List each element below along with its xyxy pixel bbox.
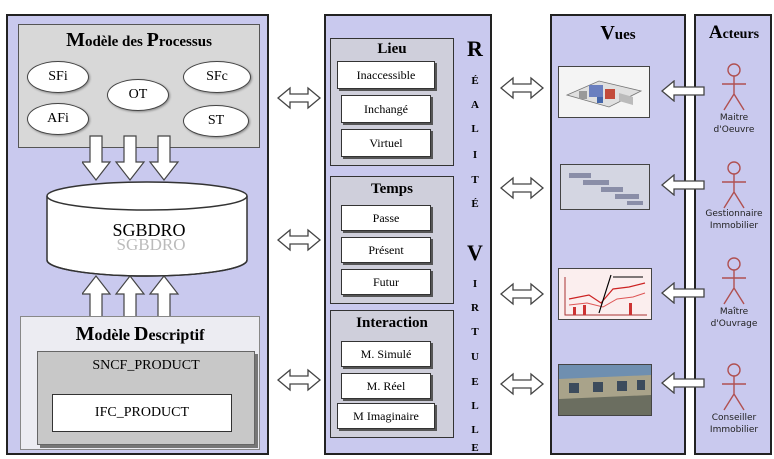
process-node-sfc: SFc bbox=[183, 61, 251, 93]
sncf-product-label: SNCF_PRODUCT bbox=[92, 358, 200, 373]
database-label-shadow: SGBDRO bbox=[116, 235, 186, 254]
actor-stick-figure-icon bbox=[722, 161, 746, 209]
vertical-letter: T bbox=[471, 174, 479, 186]
double-arrow-icon bbox=[276, 228, 322, 252]
vertical-letter: E bbox=[471, 442, 479, 454]
vertical-letter: É bbox=[471, 75, 479, 87]
descriptive-model-title: Modèle Descriptif bbox=[75, 323, 205, 345]
vertical-letter: T bbox=[471, 326, 479, 338]
process-node-ot: OT bbox=[107, 79, 169, 111]
temps-item-present: Présent bbox=[341, 237, 431, 263]
lieu-group: Lieu Inaccessible Inchangé Virtuel bbox=[330, 38, 454, 166]
vertical-letter: L bbox=[471, 123, 479, 135]
actor-stick-figure-icon bbox=[722, 363, 746, 411]
vertical-letter: U bbox=[471, 351, 479, 363]
vertical-letter: V bbox=[467, 240, 483, 265]
left-arrow-icon bbox=[660, 372, 705, 394]
vertical-letter: R bbox=[467, 36, 483, 61]
process-node-sfi: SFi bbox=[27, 61, 89, 93]
up-arrows-icon bbox=[82, 275, 180, 319]
database-cylinder bbox=[46, 181, 248, 277]
actor-label-maitre-oeuvre: Maitre d'Oeuvre bbox=[713, 113, 755, 135]
left-arrow-icon bbox=[660, 80, 705, 102]
actor-stick-figure-icon bbox=[722, 63, 746, 111]
temps-group: Temps Passe Présent Futur bbox=[330, 176, 454, 304]
process-node-afi: AFi bbox=[27, 103, 89, 135]
vertical-letter: E bbox=[471, 376, 479, 388]
vertical-letter: A bbox=[471, 99, 479, 111]
view-graph-thumbnail bbox=[558, 268, 652, 320]
vertical-letter: I bbox=[472, 149, 478, 161]
interaction-item-simule: M. Simulé bbox=[341, 341, 431, 367]
lieu-item-inaccessible: Inaccessible bbox=[337, 61, 435, 89]
view-3d-model-thumbnail bbox=[558, 66, 650, 118]
sncf-product-box: SNCF_PRODUCT IFC_PRODUCT bbox=[37, 351, 255, 445]
actor-label-maitre-ouvrage: Maître d'Ouvrage bbox=[710, 307, 758, 329]
interaction-title: Interaction bbox=[356, 315, 428, 331]
process-model-title: Modèle des Processus bbox=[66, 29, 212, 51]
vertical-letter: L bbox=[471, 424, 479, 436]
left-arrow-icon bbox=[660, 174, 705, 196]
view-planning-thumbnail bbox=[560, 164, 650, 210]
double-arrow-icon bbox=[499, 76, 545, 100]
temps-item-futur: Futur bbox=[341, 269, 431, 295]
double-arrow-icon bbox=[499, 176, 545, 200]
ifc-product-label: IFC_PRODUCT bbox=[94, 405, 190, 420]
double-arrow-icon bbox=[499, 372, 545, 396]
actor-label-gestionnaire: Gestionnaire Immobilier bbox=[705, 209, 763, 231]
double-arrow-icon bbox=[499, 282, 545, 306]
lieu-item-virtuel: Virtuel bbox=[341, 129, 431, 157]
down-arrows-icon bbox=[82, 135, 180, 181]
double-arrow-icon bbox=[276, 368, 322, 392]
actor-label-conseiller: Conseiller Immobilier bbox=[709, 413, 759, 435]
temps-title: Temps bbox=[371, 181, 413, 197]
view-virtual-scene-thumbnail bbox=[558, 364, 652, 416]
lieu-item-inchange: Inchangé bbox=[341, 95, 431, 123]
process-node-st: ST bbox=[183, 105, 249, 137]
vertical-letter: I bbox=[472, 278, 478, 290]
interaction-item-reel: M. Réel bbox=[341, 373, 431, 399]
actors-title: Acteurs bbox=[708, 22, 760, 43]
ifc-product-box: IFC_PRODUCT bbox=[52, 394, 232, 432]
actor-stick-figure-icon bbox=[722, 257, 746, 305]
descriptive-model-box: Modèle Descriptif SNCF_PRODUCT IFC_PRODU… bbox=[20, 316, 260, 450]
left-arrow-icon bbox=[660, 282, 705, 304]
actors-panel bbox=[694, 14, 772, 455]
database-label: SGBDRO bbox=[112, 220, 186, 240]
lieu-title: Lieu bbox=[377, 41, 407, 57]
vertical-letter: É bbox=[471, 198, 479, 210]
vertical-letter: L bbox=[471, 400, 479, 412]
temps-item-passe: Passe bbox=[341, 205, 431, 231]
vertical-letter: R bbox=[471, 302, 479, 314]
views-title: Vues bbox=[600, 22, 636, 44]
interaction-group: Interaction M. Simulé M. Réel M Imaginai… bbox=[330, 310, 454, 438]
double-arrow-icon bbox=[276, 86, 322, 110]
interaction-item-imaginaire: M Imaginaire bbox=[337, 403, 435, 429]
process-model-box: Modèle des Processus SFi OT SFc AFi ST bbox=[18, 24, 260, 148]
